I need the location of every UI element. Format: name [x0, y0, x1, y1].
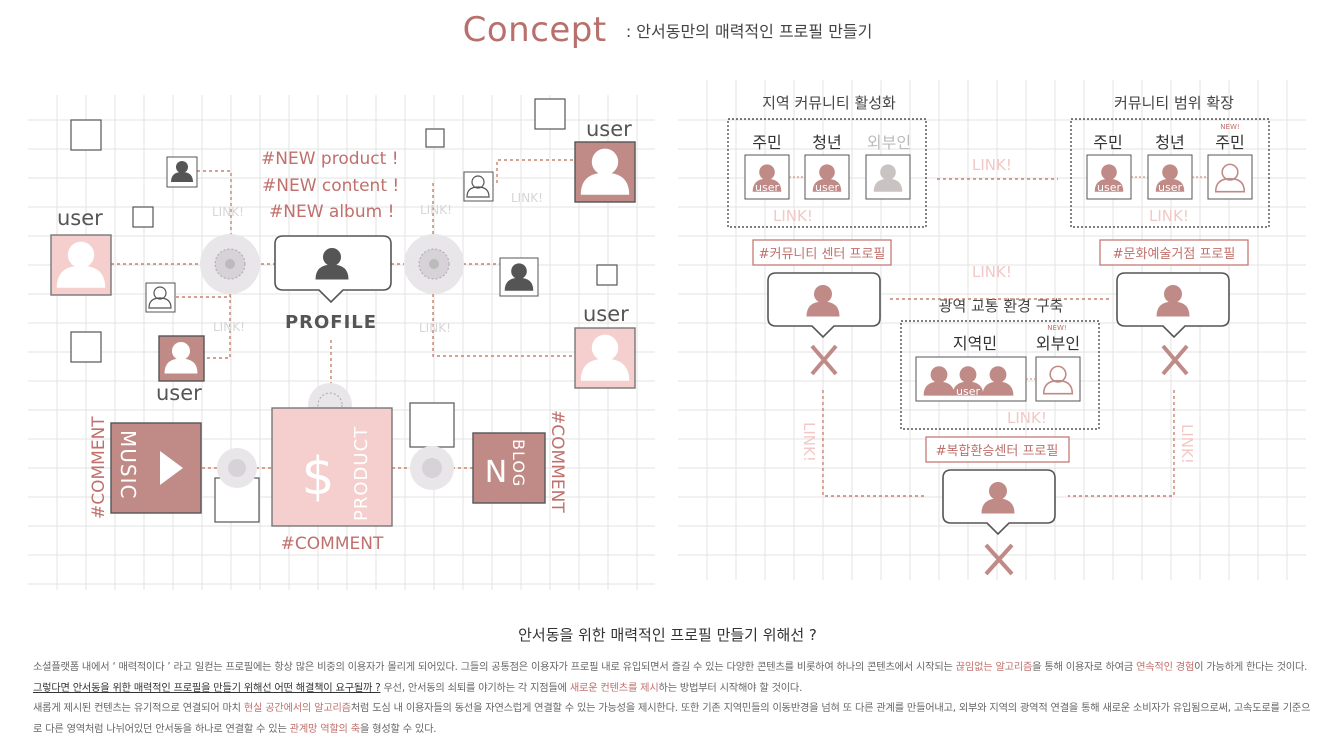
location-x-icon	[984, 543, 1014, 576]
link-label: LINK!	[511, 191, 543, 205]
link-label: LINK!	[800, 422, 818, 462]
member-card	[1207, 154, 1253, 200]
music-label: MUSIC	[116, 430, 140, 499]
hashtag-album: #NEW album !	[269, 202, 394, 222]
new-badge: NEW!	[1220, 123, 1239, 131]
group-title-center: 광역 교통 환경 구축	[939, 297, 1064, 315]
member-outsider: 외부인	[867, 133, 911, 152]
small-user-card	[166, 156, 198, 188]
tag-culture: #문화예술거점 프로필	[1113, 247, 1236, 262]
user-tag: user	[956, 385, 980, 398]
link-label: LINK!	[972, 263, 1012, 281]
comment-label: #COMMENT	[89, 416, 109, 519]
user-label: user	[57, 206, 103, 230]
blog-label: BLOG	[509, 439, 528, 487]
user-tag: user	[755, 181, 779, 194]
member-card: user	[804, 154, 850, 200]
product-label: PRODUCT	[351, 426, 372, 521]
profile-bubble	[274, 235, 392, 304]
tag-culture-box: #문화예술거점 프로필	[1099, 239, 1249, 266]
member-youth: 청년	[812, 133, 841, 152]
page-title: Concept	[462, 10, 607, 50]
user-card-bottom-left	[158, 335, 205, 382]
group-frame-left	[727, 118, 927, 228]
member-card: user	[1147, 154, 1193, 200]
user-card-top-right	[574, 141, 636, 203]
bubble-community	[767, 272, 881, 376]
link-label: LINK!	[212, 205, 244, 219]
small-user-card	[463, 171, 494, 202]
section-question: 안서동을 위한 매력적인 프로필 만들기 위해선 ?	[518, 626, 817, 644]
member-youth: 청년	[1155, 133, 1184, 152]
comment-label: #COMMENT	[281, 534, 384, 554]
page-subtitle: : 안서동만의 매력적인 프로필 만들기	[625, 22, 873, 41]
tag-community-box: #커뮤니티 센터 프로필	[752, 239, 892, 266]
user-label: user	[586, 117, 632, 141]
user-tag: user	[1097, 181, 1121, 194]
music-block: MUSIC	[110, 422, 202, 514]
link-label: LINK!	[213, 320, 245, 334]
link-label: LINK!	[419, 321, 451, 335]
play-icon	[160, 451, 183, 485]
user-card-mid-right	[574, 327, 636, 389]
body-text: 소셜플랫폼 내에서 ‘ 매력적이다 ’ 라고 일컫는 프로필에는 항상 많은 비…	[33, 662, 1311, 735]
link-label: LINK!	[420, 203, 452, 217]
member-card	[1035, 356, 1081, 402]
link-label: LINK!	[972, 156, 1012, 174]
tag-transit: #복합환승센터 프로필	[936, 444, 1059, 459]
member-card-group: user	[915, 356, 1027, 402]
member-resident: 주민	[752, 133, 781, 152]
tag-transit-box: #복합환승센터 프로필	[925, 436, 1070, 463]
bubble-culture	[1116, 272, 1230, 376]
member-card	[865, 154, 911, 200]
dollar-icon: $	[301, 447, 334, 507]
link-label: LINK!	[1007, 409, 1047, 427]
concept-diagram: #NEW product ! #NEW content ! #NEW album…	[28, 80, 1306, 590]
right-links	[822, 298, 1175, 497]
blog-icon: N	[485, 455, 507, 490]
comment-label: #COMMENT	[547, 410, 567, 513]
user-tag: user	[815, 181, 839, 194]
hashtag-product: #NEW product !	[261, 149, 399, 169]
link-label: LINK!	[1178, 424, 1196, 464]
member-resident: 주민	[1093, 133, 1122, 152]
title-row: Concept : 안서동만의 매력적인 프로필 만들기	[0, 10, 1335, 50]
profile-label: PROFILE	[285, 312, 377, 333]
member-local: 지역민	[953, 334, 997, 353]
member-outsider-new: 외부인	[1036, 334, 1080, 353]
user-tag: user	[1158, 181, 1182, 194]
blog-block: N BLOG	[472, 432, 546, 504]
small-user-card	[145, 282, 176, 313]
group-frame-right	[1070, 118, 1270, 228]
bubble-transit	[942, 469, 1056, 576]
location-x-icon	[810, 344, 838, 376]
product-block: $ PRODUCT	[271, 407, 393, 527]
group-frame-center	[900, 320, 1100, 430]
location-x-icon	[1161, 344, 1189, 376]
member-card: user	[744, 154, 790, 200]
member-resident-new: 주민	[1215, 133, 1244, 152]
group-title-left: 지역 커뮤니티 활성화	[762, 94, 896, 112]
user-card-left	[50, 234, 112, 296]
member-card: user	[1086, 154, 1132, 200]
user-label: user	[156, 381, 202, 405]
link-label: LINK!	[1149, 207, 1189, 225]
hashtag-content: #NEW content !	[262, 176, 399, 196]
user-label: user	[583, 302, 629, 326]
tag-community: #커뮤니티 센터 프로필	[759, 247, 886, 262]
group-title-right: 커뮤니티 범위 확장	[1114, 94, 1234, 112]
link-label: LINK!	[773, 207, 813, 225]
small-user-card	[499, 257, 539, 297]
new-badge: NEW!	[1047, 324, 1066, 332]
